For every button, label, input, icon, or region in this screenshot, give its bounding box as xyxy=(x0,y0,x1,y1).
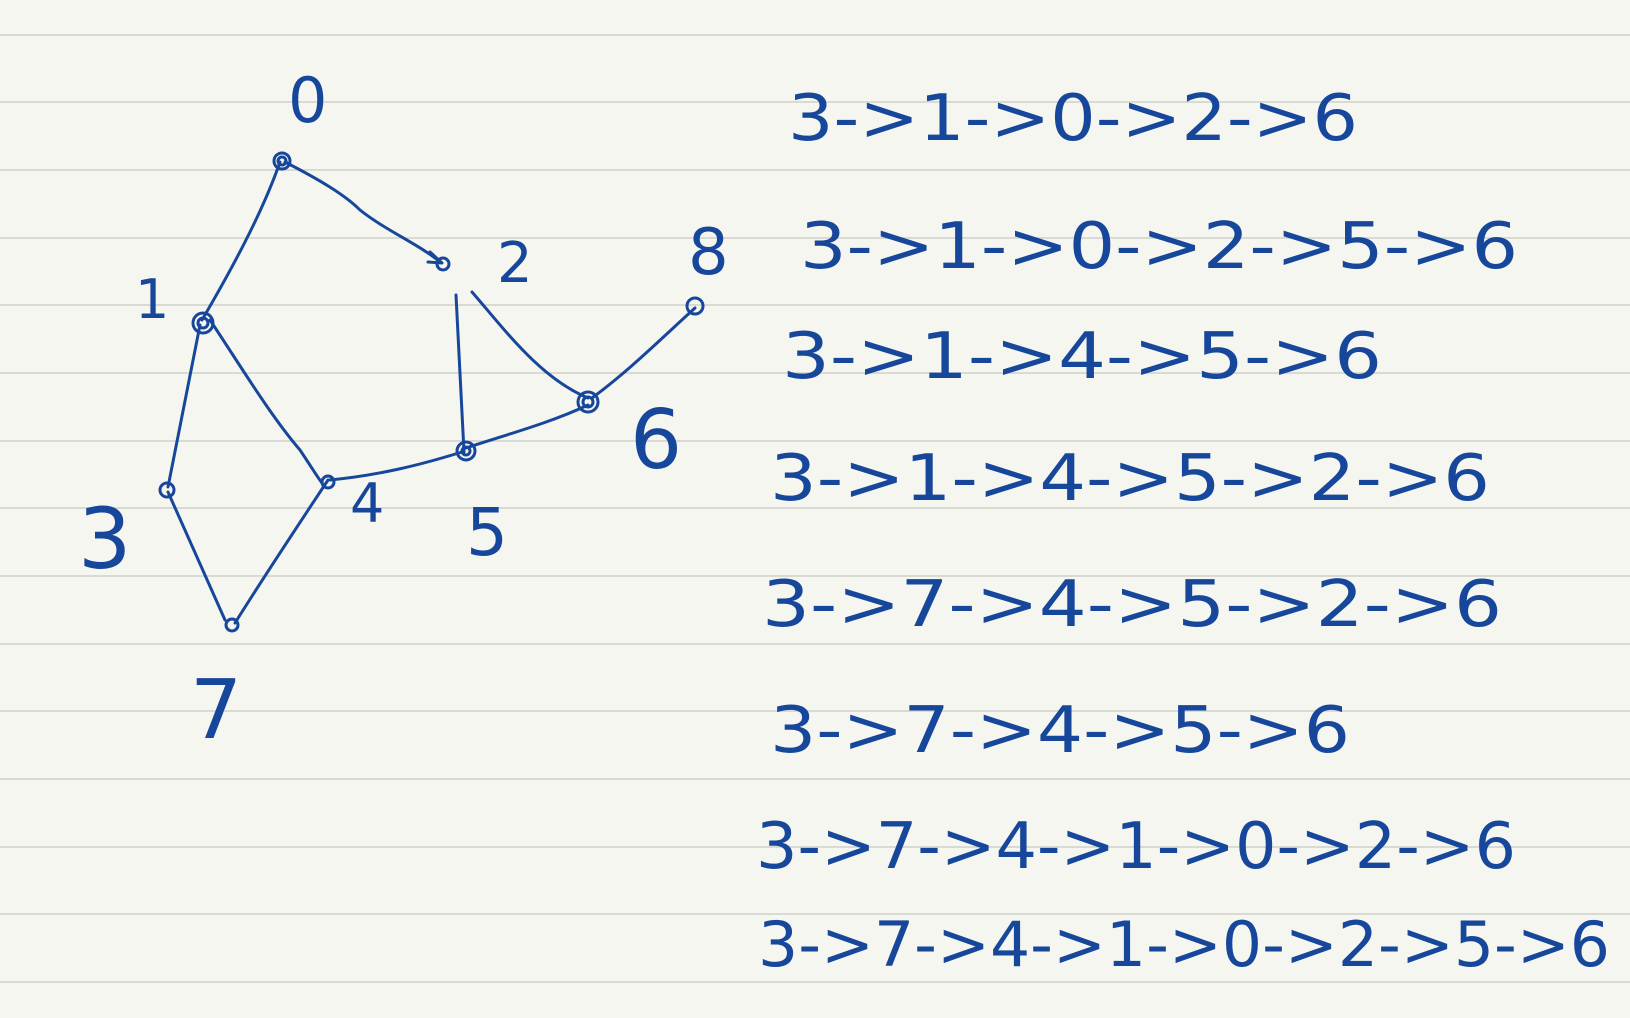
node-label-1: 1 xyxy=(135,268,169,331)
graph-edges xyxy=(166,160,697,625)
path-line-8: 3->7->4->1->0->2->5->6 xyxy=(758,908,1610,981)
path-line-3: 3->1->4->5->6 xyxy=(782,320,1382,394)
edge-4-5 xyxy=(328,450,464,482)
path-line-4: 3->1->4->5->2->6 xyxy=(770,442,1490,516)
node-label-6: 6 xyxy=(630,393,682,488)
edge-1-4 xyxy=(208,318,324,485)
path-line-5: 3->7->4->5->2->6 xyxy=(762,568,1502,642)
edge-5-6 xyxy=(464,403,590,450)
node-label-2: 2 xyxy=(497,231,533,296)
edge-0-1 xyxy=(200,160,282,322)
path-line-1: 3->1->0->2->6 xyxy=(788,82,1358,156)
node-3 xyxy=(158,481,176,499)
node-label-5: 5 xyxy=(466,494,508,571)
node-label-8: 8 xyxy=(688,216,729,290)
node-6 xyxy=(576,390,600,414)
edge-1-3 xyxy=(166,323,202,489)
node-0 xyxy=(272,151,292,171)
edge-5-2 xyxy=(454,293,466,454)
node-label-3: 3 xyxy=(78,490,131,588)
edge-2-6 xyxy=(470,290,590,400)
node-labels: 0 1 2 3 4 5 6 7 8 xyxy=(78,64,729,758)
node-label-4: 4 xyxy=(350,472,384,535)
node-5 xyxy=(455,440,477,462)
edge-7-4 xyxy=(233,478,330,625)
path-line-6: 3->7->4->5->6 xyxy=(770,694,1350,768)
path-line-7: 3->7->4->1->0->2->6 xyxy=(756,810,1516,884)
node-2 xyxy=(435,256,451,272)
node-8 xyxy=(685,296,705,316)
node-1 xyxy=(191,311,215,335)
path-list: 3->1->0->2->6 3->1->0->2->5->6 3->1->4->… xyxy=(756,82,1610,981)
node-7 xyxy=(224,617,240,633)
edge-3-7 xyxy=(166,490,227,622)
node-4 xyxy=(320,474,336,490)
node-label-0: 0 xyxy=(288,64,327,137)
ruled-lines xyxy=(0,34,1630,983)
edge-6-8 xyxy=(590,306,697,400)
arrowhead-0-2 xyxy=(426,250,444,265)
node-label-7: 7 xyxy=(190,663,242,758)
graph-nodes xyxy=(158,151,705,633)
edge-0-2 xyxy=(283,160,442,264)
path-line-2: 3->1->0->2->5->6 xyxy=(800,210,1518,284)
